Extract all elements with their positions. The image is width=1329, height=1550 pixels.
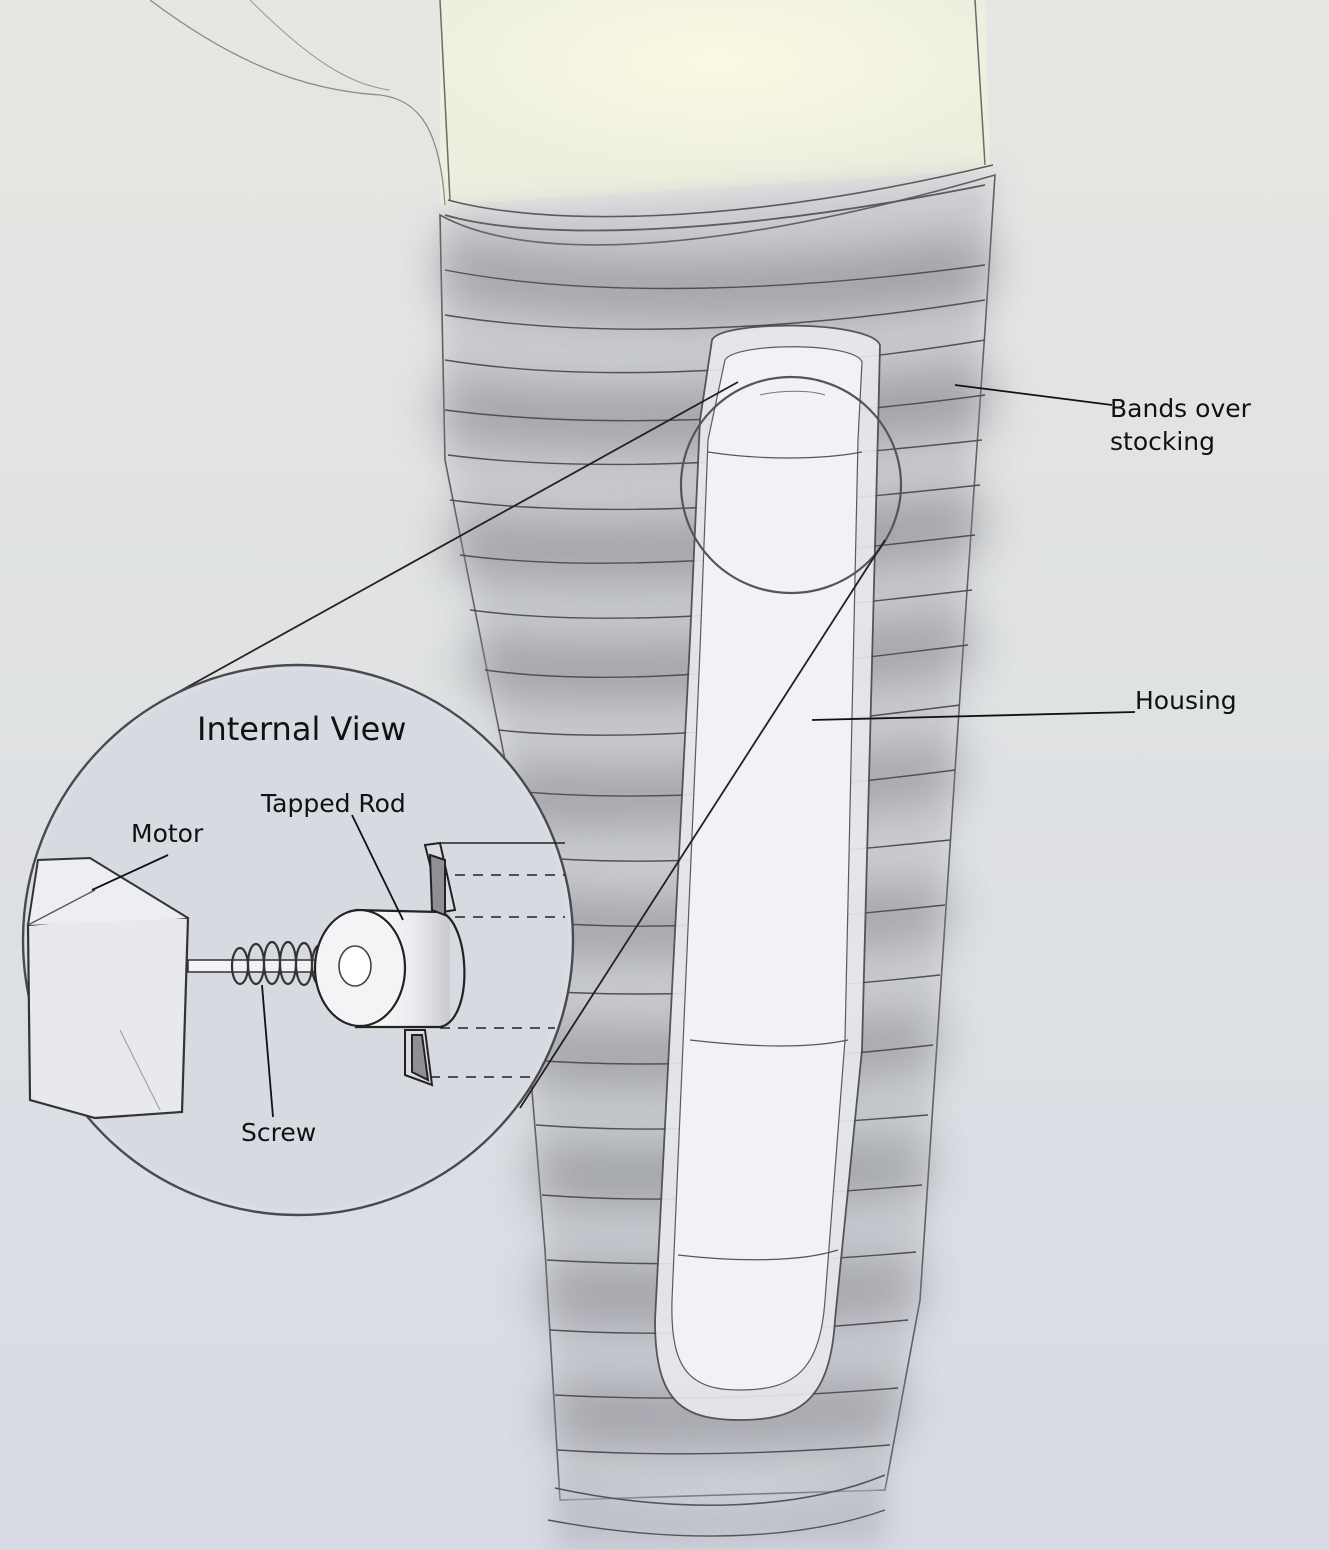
mounting-brackets [404,841,457,1087]
projection-lines [430,874,565,1078]
magnify-circle [154,375,903,1109]
tapped-rod-label: Tapped Rod [261,789,406,818]
housing-leader [811,711,1136,721]
bands-label: Bands over stocking [1110,392,1260,458]
screw-leader [261,984,274,1118]
tapped-rod-cylinder [313,908,466,1029]
motor-label: Motor [131,819,204,848]
motor-block [26,913,190,1120]
internal-view-inset [21,663,575,1217]
bands-label-text: Bands over stocking [1110,394,1251,456]
bands-leader [954,384,1113,406]
tapped-rod-leader [351,814,404,921]
housing-sketch [654,324,881,1421]
internal-view-title: Internal View [197,710,407,748]
housing-label: Housing [1135,686,1237,715]
motor-leader [91,854,169,891]
thigh-sketch [149,0,990,206]
screw-label: Screw [241,1118,317,1147]
